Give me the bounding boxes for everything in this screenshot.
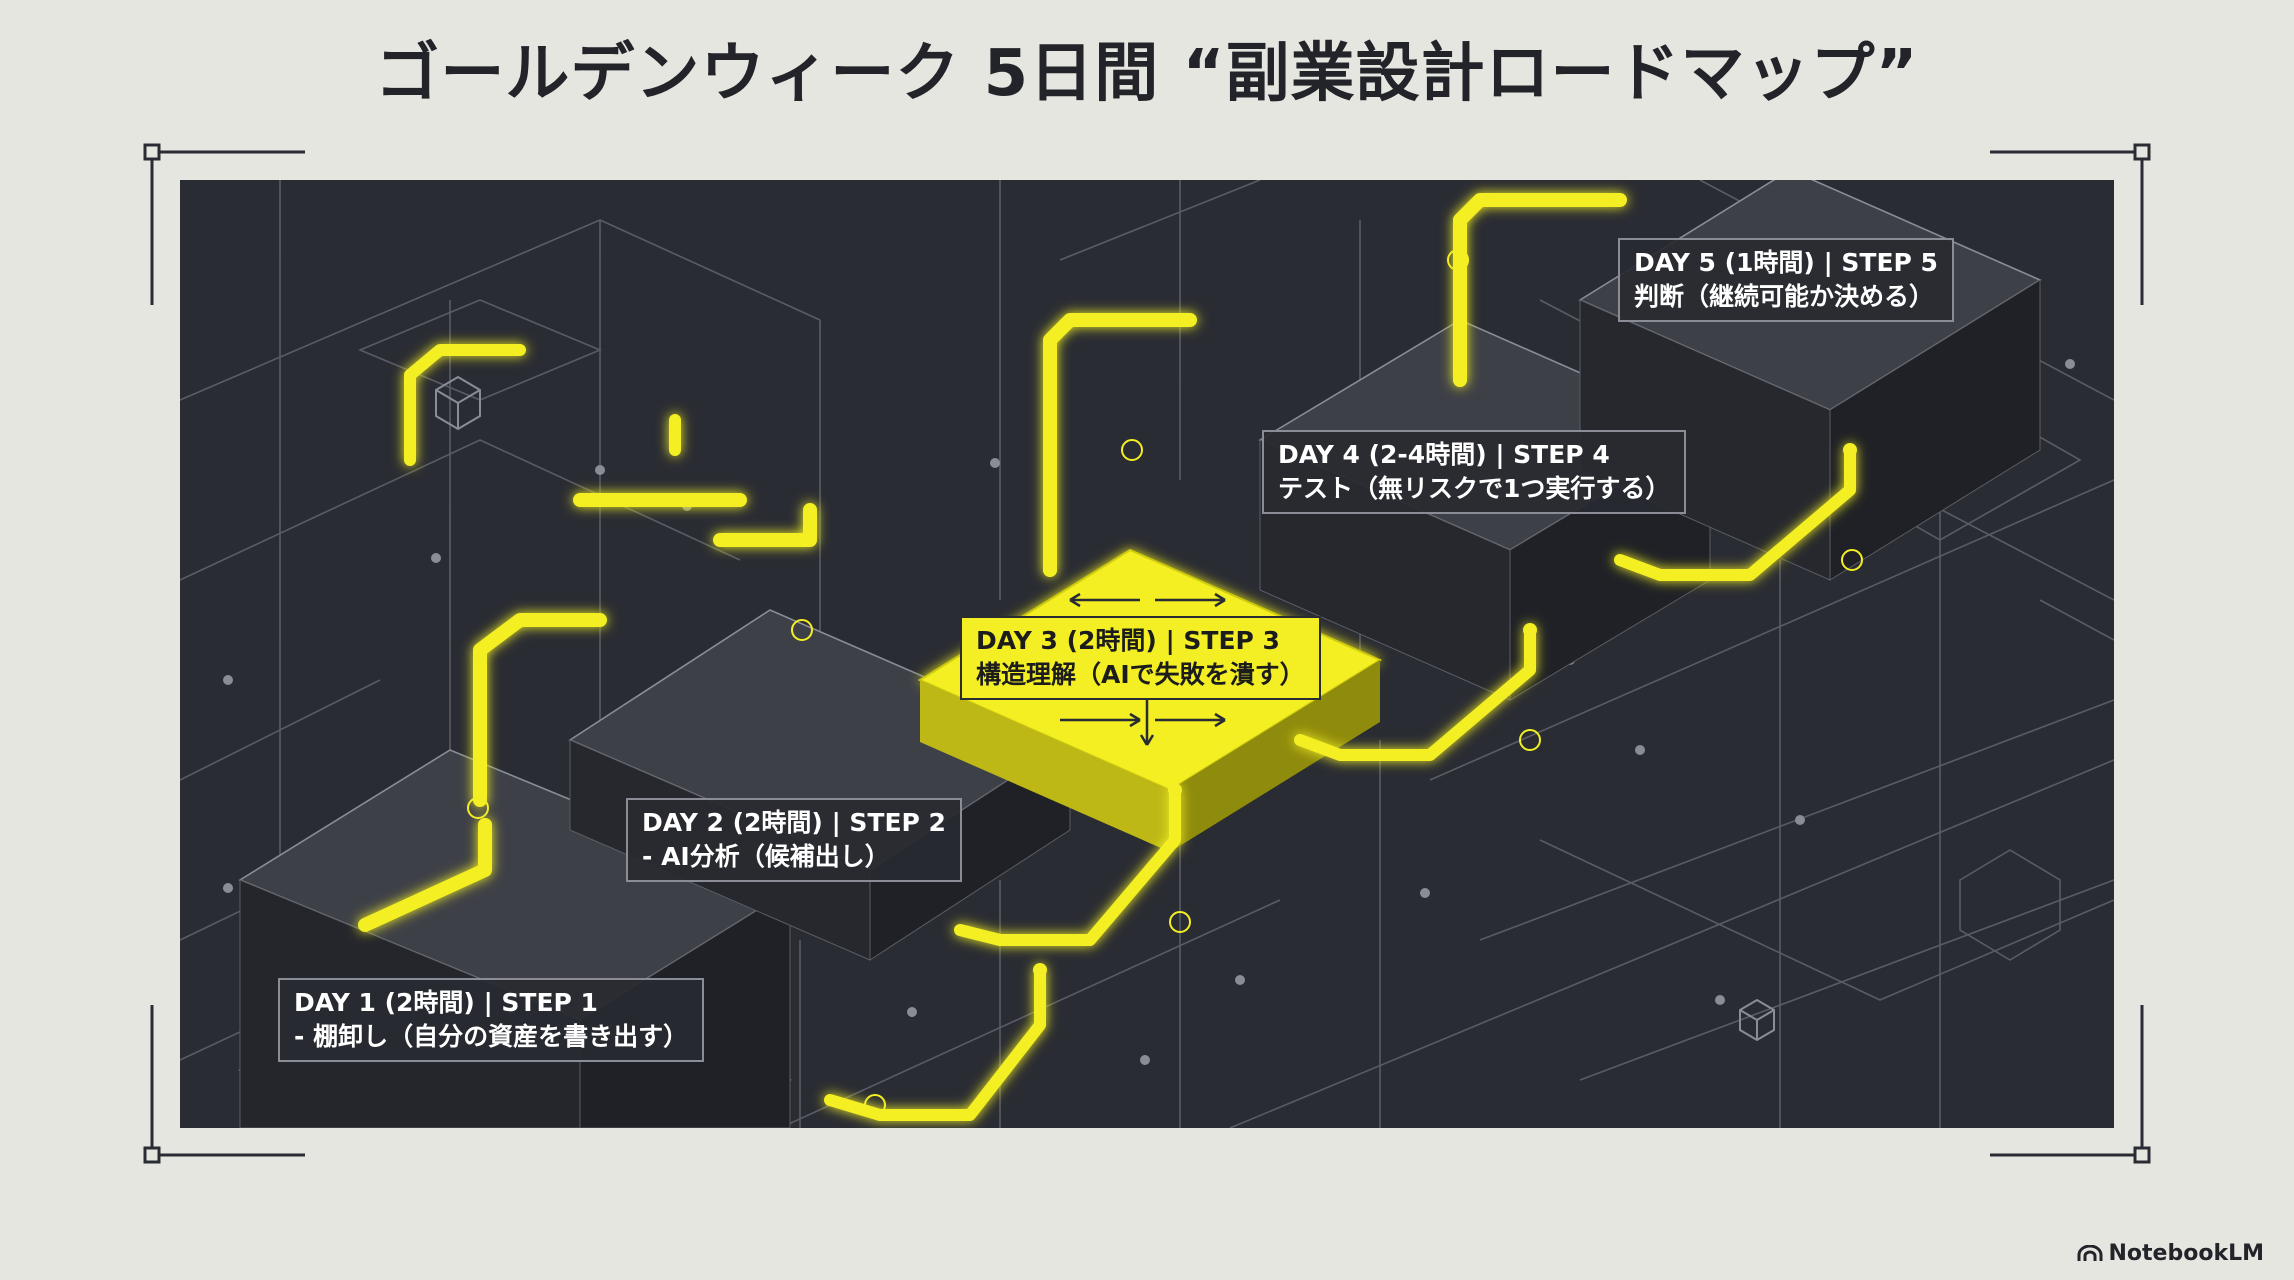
- step-day2-desc: - AI分析（候補出し）: [642, 842, 890, 871]
- step-label-day1: DAY 1 (2時間) | STEP 1 - 棚卸し（自分の資産を書き出す）: [278, 978, 705, 1062]
- page-title: ゴールデンウィーク 5日間 “副業設計ロードマップ”: [375, 37, 1919, 111]
- step-day5-desc: 判断（継続可能か決める）: [1634, 282, 1935, 311]
- yellow-connectors: [358, 193, 1627, 932]
- connector-3-top: [713, 503, 817, 547]
- roadmap-panel: DAY 1 (2時間) | STEP 1 - 棚卸し（自分の資産を書き出す） D…: [180, 180, 2114, 1128]
- brand-logo: NotebookLM: [2077, 1241, 2264, 1266]
- step-day2-title: DAY 2 (2時間) | STEP 2: [642, 808, 946, 837]
- step-label-day5: DAY 5 (1時間) | STEP 5 判断（継続可能か決める）: [1618, 238, 1954, 322]
- connector-2-to-3-left: [473, 613, 607, 807]
- notebooklm-logo-icon: [2077, 1244, 2103, 1261]
- connector-nodes: [478, 373, 1857, 977]
- connector-4-to-5: [1453, 193, 1627, 387]
- step-day3-desc: 構造理解（AIで失敗を潰す）: [976, 660, 1305, 689]
- flow-arrows: [1060, 592, 1226, 746]
- brand-name: NotebookLM: [2108, 1241, 2264, 1266]
- step-day4-desc: テスト（無リスクで1つ実行する）: [1278, 474, 1671, 503]
- step-day4-title: DAY 4 (2-4時間) | STEP 4: [1278, 440, 1610, 469]
- step-day3-title: DAY 3 (2時間) | STEP 3: [976, 626, 1280, 655]
- step-label-day4: DAY 4 (2-4時間) | STEP 4 テスト（無リスクで1つ実行する）: [1262, 430, 1687, 514]
- step-label-day3: DAY 3 (2時間) | STEP 3 構造理解（AIで失敗を潰す）: [960, 616, 1321, 700]
- step-day1-title: DAY 1 (2時間) | STEP 1: [294, 988, 598, 1017]
- gear-icons: [467, 249, 1863, 1116]
- connector-1-to-2: [358, 818, 492, 932]
- cube-icons: [435, 375, 1775, 1042]
- step-day5-title: DAY 5 (1時間) | STEP 5: [1634, 248, 1938, 277]
- step-label-day2: DAY 2 (2時間) | STEP 2 - AI分析（候補出し）: [626, 798, 962, 882]
- step-day1-desc: - 棚卸し（自分の資産を書き出す）: [294, 1022, 689, 1051]
- connector-3-to-4: [1043, 313, 1197, 577]
